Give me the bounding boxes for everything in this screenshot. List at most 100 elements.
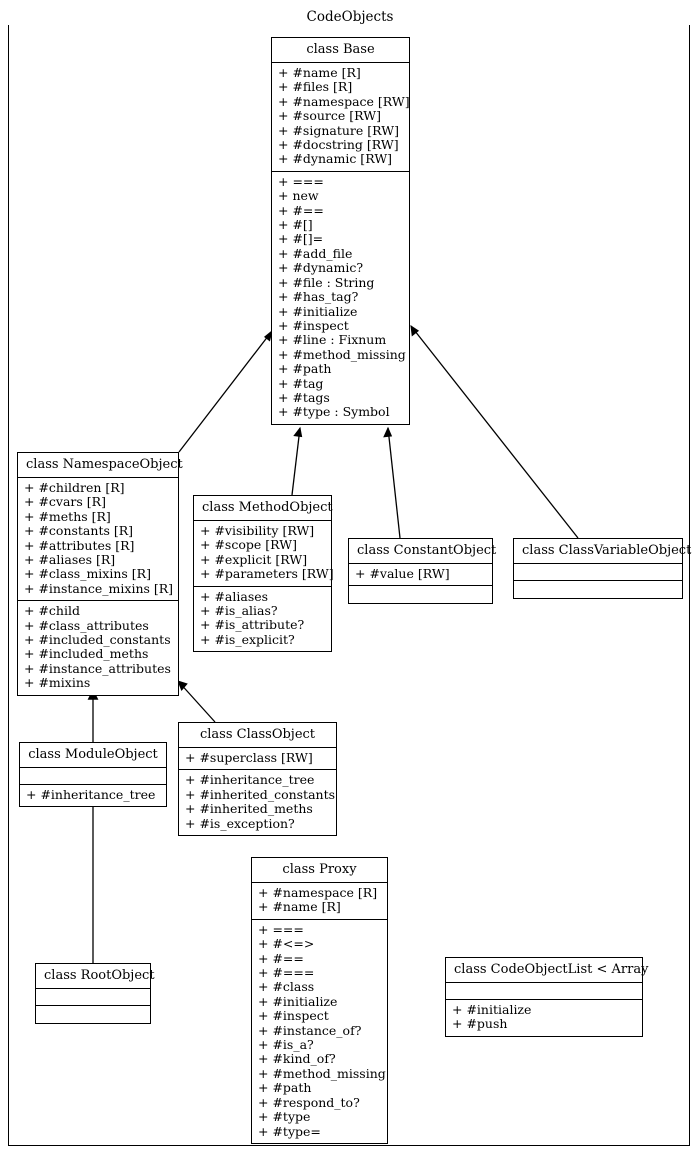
- method-row: + #is_alias?: [200, 603, 278, 619]
- class-node-constantobject[interactable]: class ConstantObject + #value [RW]: [348, 538, 496, 605]
- class-methods-base: + === + new + #== + #[] + #[]= + #add_fi…: [272, 172, 409, 424]
- diagram-title-text: CodeObjects: [299, 9, 401, 25]
- attribute-row: + #name [R]: [278, 65, 361, 80]
- method-row: + #type : Symbol: [278, 404, 390, 420]
- method-row: + #==: [258, 950, 304, 966]
- attribute-row: + #attributes [R]: [24, 537, 135, 553]
- attribute-row: + #namespace [RW]: [278, 93, 410, 109]
- class-methods-rootobject: [36, 1006, 150, 1023]
- attribute-row: + #value [RW]: [355, 566, 450, 581]
- class-methods-classvariableobject: [514, 581, 682, 598]
- method-row: + #dynamic?: [278, 260, 364, 276]
- attribute-row: + #cvars [R]: [24, 494, 106, 510]
- method-row: + #line : Fixnum: [278, 332, 387, 348]
- attribute-row: + #parameters [RW]: [200, 566, 334, 582]
- method-row: + #file : String: [278, 274, 375, 290]
- method-row: + #tags: [278, 389, 330, 405]
- class-name-codeobjectlist: class CodeObjectList < Array: [446, 958, 648, 983]
- method-row: + #initialize: [258, 993, 338, 1009]
- class-node-rootobject[interactable]: class RootObject: [35, 963, 155, 1024]
- method-row: + #mixins: [24, 675, 91, 691]
- method-row: + #[]=: [278, 231, 324, 247]
- method-row: + #is_explicit?: [200, 631, 295, 647]
- class-name-classobject: class ClassObject: [179, 723, 336, 748]
- method-row: + #add_file: [278, 245, 353, 261]
- method-row: + #type=: [258, 1123, 321, 1139]
- class-attributes-classvariableobject: [514, 564, 682, 581]
- method-row: + #===: [258, 965, 315, 981]
- class-name-base: class Base: [272, 38, 409, 63]
- method-row: + #method_missing: [258, 1065, 386, 1081]
- method-row: + #child: [24, 603, 80, 619]
- attribute-row: + #meths [R]: [24, 508, 111, 524]
- class-name-classvariableobject: class ClassVariableObject: [514, 539, 691, 564]
- class-node-methodobject[interactable]: class MethodObject + #visibility [RW] + …: [193, 495, 334, 653]
- method-row: + #class: [258, 979, 315, 995]
- method-row: + #tag: [278, 375, 324, 391]
- class-methods-proxy: + === + #<=> + #== + #=== + #class + #in…: [252, 920, 387, 1143]
- class-node-classobject[interactable]: class ClassObject + #superclass [RW] + #…: [178, 722, 337, 837]
- method-row: + new: [278, 188, 319, 204]
- method-row: + ===: [258, 921, 304, 937]
- method-row: + #inheritance_tree: [185, 772, 315, 788]
- attribute-row: + #superclass [RW]: [185, 750, 313, 765]
- attribute-row: + #constants [R]: [24, 523, 134, 539]
- method-row: + #included_meths: [24, 646, 149, 662]
- method-row: + #initialize: [278, 303, 358, 319]
- method-row: + #respond_to?: [258, 1094, 360, 1110]
- method-row: + #has_tag?: [278, 289, 359, 305]
- attribute-row: + #instance_mixins [R]: [24, 580, 174, 596]
- diagram-title: CodeObjects: [0, 9, 700, 25]
- attribute-row: + #signature [RW]: [278, 122, 399, 138]
- method-row: + #instance_of?: [258, 1022, 362, 1038]
- attribute-row: + #class_mixins [R]: [24, 566, 151, 582]
- method-row: + #class_attributes: [24, 617, 149, 633]
- attribute-row: + #visibility [RW]: [200, 523, 315, 538]
- class-node-proxy[interactable]: class Proxy + #namespace [R] + #name [R]…: [251, 857, 388, 1144]
- class-node-namespaceobject[interactable]: class NamespaceObject + #children [R] + …: [17, 452, 183, 696]
- class-name-proxy: class Proxy: [252, 858, 387, 883]
- attribute-row: + #scope [RW]: [200, 537, 297, 553]
- attribute-row: + #files [R]: [278, 79, 353, 95]
- method-row: + #included_constants: [24, 632, 171, 648]
- method-row: + #is_exception?: [185, 815, 295, 831]
- method-row: + #instance_attributes: [24, 660, 171, 676]
- method-row: + #path: [278, 361, 332, 377]
- class-name-moduleobject: class ModuleObject: [20, 743, 166, 768]
- class-node-classvariableobject[interactable]: class ClassVariableObject: [513, 538, 691, 599]
- class-methods-namespaceobject: + #child + #class_attributes + #included…: [18, 601, 178, 694]
- method-row: + #is_a?: [258, 1037, 314, 1053]
- class-name-constantobject: class ConstantObject: [349, 539, 496, 564]
- class-attributes-classobject: + #superclass [RW]: [179, 748, 336, 771]
- class-attributes-rootobject: [36, 989, 150, 1006]
- method-row: + #kind_of?: [258, 1051, 336, 1067]
- class-attributes-proxy: + #namespace [R] + #name [R]: [252, 883, 387, 920]
- class-name-methodobject: class MethodObject: [194, 496, 333, 521]
- method-row: + ===: [278, 173, 324, 189]
- method-row: + #is_attribute?: [200, 617, 305, 633]
- attribute-row: + #docstring [RW]: [278, 137, 399, 153]
- attribute-row: + #aliases [R]: [24, 552, 116, 568]
- class-node-moduleobject[interactable]: class ModuleObject + #inheritance_tree: [19, 742, 167, 808]
- class-methods-constantobject: [349, 586, 492, 603]
- method-row: + #method_missing: [278, 346, 406, 362]
- class-node-codeobjectlist[interactable]: class CodeObjectList < Array + #initiali…: [445, 957, 648, 1037]
- class-attributes-base: + #name [R] + #files [R] + #namespace [R…: [272, 63, 410, 172]
- method-row: + #==: [278, 202, 324, 218]
- attribute-row: + #source [RW]: [278, 108, 381, 124]
- class-name-rootobject: class RootObject: [36, 964, 155, 989]
- class-attributes-namespaceobject: + #children [R] + #cvars [R] + #meths [R…: [18, 478, 178, 602]
- class-methods-codeobjectlist: + #initialize + #push: [446, 1000, 642, 1036]
- attribute-row: + #namespace [R]: [258, 885, 378, 900]
- class-methods-classobject: + #inheritance_tree + #inherited_constan…: [179, 770, 336, 835]
- class-attributes-moduleobject: [20, 768, 166, 785]
- method-row: + #inherited_meths: [185, 801, 313, 817]
- method-row: + #[]: [278, 217, 313, 233]
- method-row: + #inheritance_tree: [26, 787, 156, 802]
- method-row: + #initialize: [452, 1002, 532, 1017]
- class-name-namespaceobject: class NamespaceObject: [18, 453, 183, 478]
- method-row: + #aliases: [200, 588, 269, 604]
- class-node-base[interactable]: class Base + #name [R] + #files [R] + #n…: [271, 37, 410, 425]
- method-row: + #push: [452, 1016, 508, 1032]
